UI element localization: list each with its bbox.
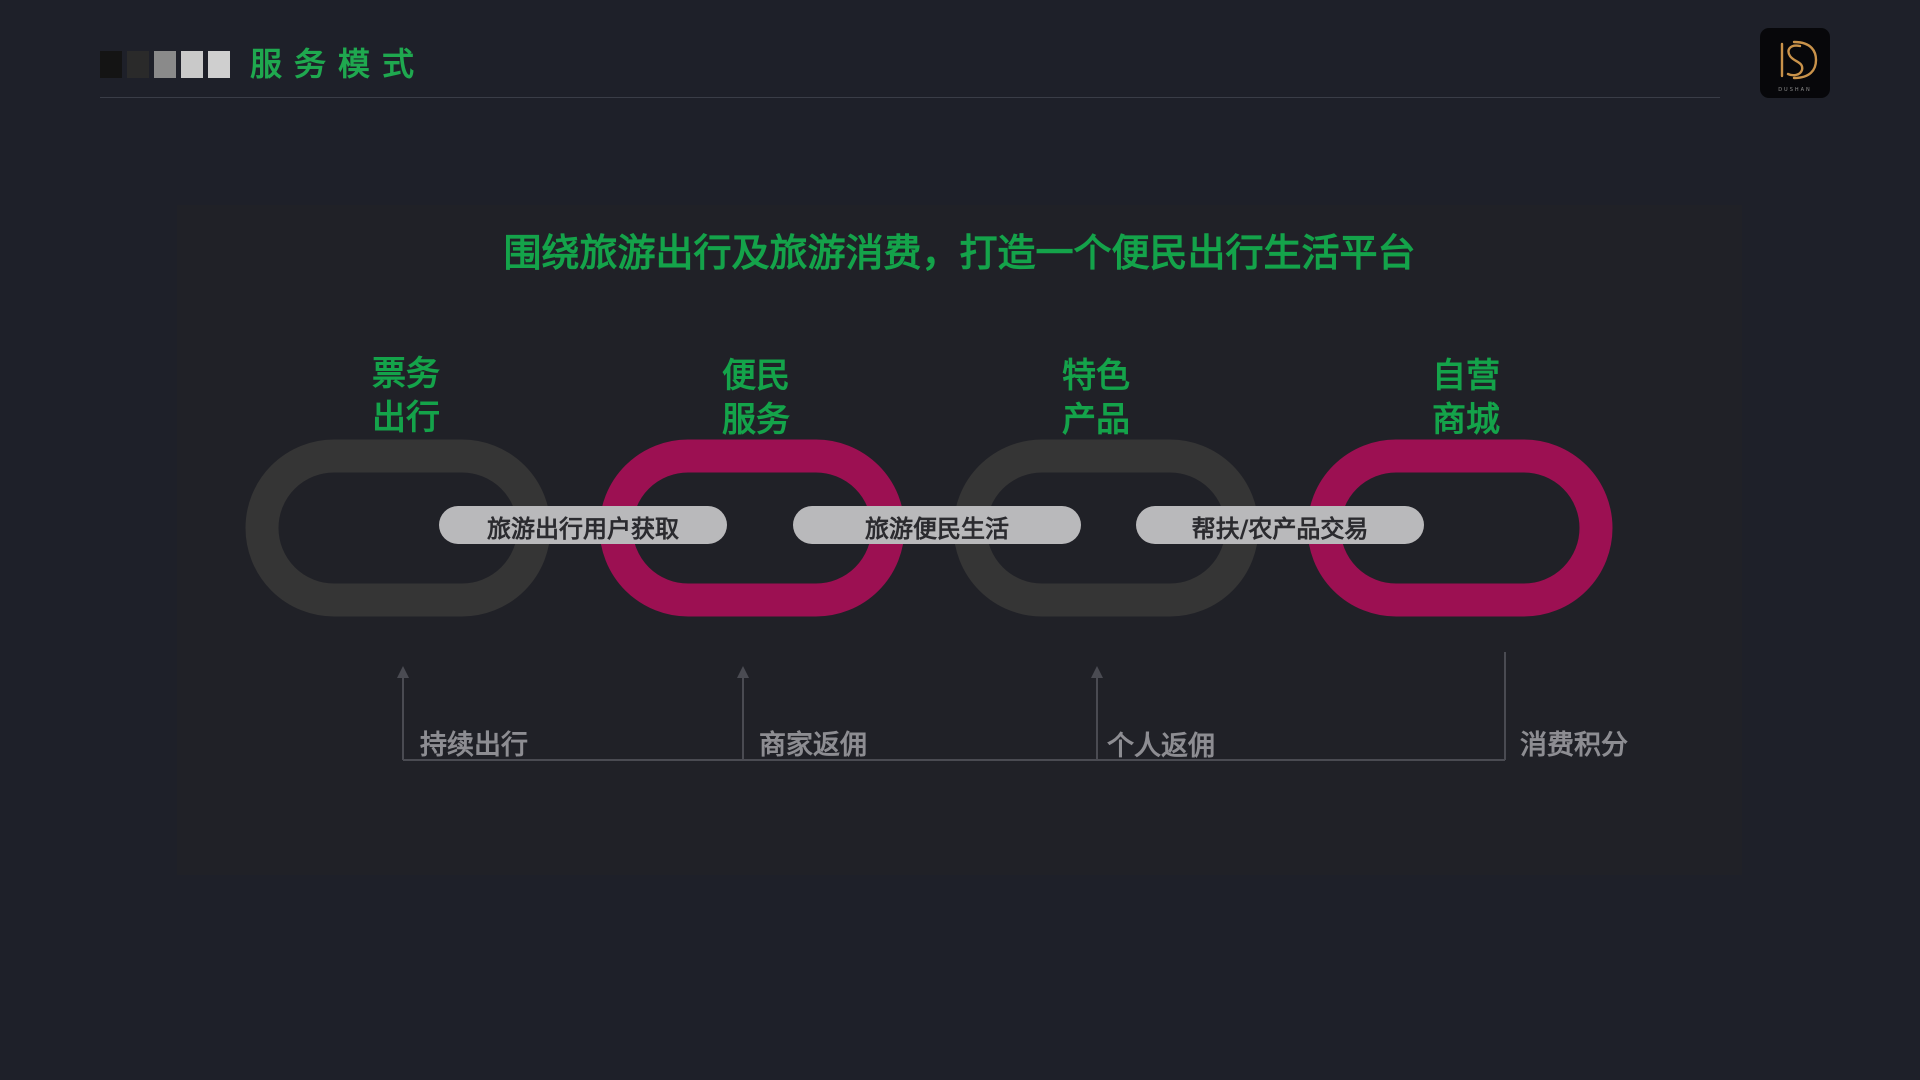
segment-title-line: 商城: [1432, 400, 1500, 440]
up-arrow-icon: [737, 666, 749, 678]
segment-title-line: 出行: [372, 398, 440, 438]
header-decor-squares: [100, 51, 230, 78]
flow-label: 持续出行: [420, 730, 528, 761]
connector-pill: [439, 506, 727, 544]
logo-subtext: DUSHAN: [1778, 87, 1812, 93]
flow-label: 消费积分: [1520, 730, 1628, 761]
connector-label: 旅游便民生活: [865, 515, 1009, 543]
decor-square: [127, 51, 149, 78]
connector-label: 帮扶/农产品交易: [1191, 515, 1369, 543]
segment-title: 自营 商城: [1386, 354, 1546, 442]
segment-title-line: 服务: [722, 400, 790, 440]
segment-title: 特色 产品: [1016, 354, 1176, 442]
segment-title-line: 特色: [1062, 356, 1130, 396]
flow-label: 个人返佣: [1107, 731, 1215, 762]
decor-square: [181, 51, 203, 78]
brand-logo: DUSHAN: [1760, 28, 1830, 98]
up-arrow-icon: [1091, 666, 1103, 678]
segment-title-line: 自营: [1432, 356, 1500, 396]
diagram-headline: 围绕旅游出行及旅游消费，打造一个便民出行生活平台: [503, 231, 1416, 275]
connector-pill: [793, 506, 1081, 544]
decor-square: [208, 51, 230, 78]
connector-pill: [1136, 506, 1424, 544]
segment-title: 便民 服务: [676, 354, 836, 442]
segment-title-line: 票务: [372, 354, 440, 394]
connector-label: 旅游出行用户获取: [487, 515, 679, 543]
segment-title: 票务 出行: [326, 352, 486, 440]
page-title: 服务模式: [250, 45, 427, 83]
flow-label: 商家返佣: [759, 730, 867, 761]
segment-title-line: 便民: [722, 356, 790, 396]
up-arrow-icon: [397, 666, 409, 678]
segment-title-line: 产品: [1062, 400, 1130, 440]
decor-square: [100, 51, 122, 78]
sd-monogram-icon: DUSHAN: [1778, 40, 1818, 93]
header-divider: [100, 97, 1720, 98]
decor-square: [154, 51, 176, 78]
